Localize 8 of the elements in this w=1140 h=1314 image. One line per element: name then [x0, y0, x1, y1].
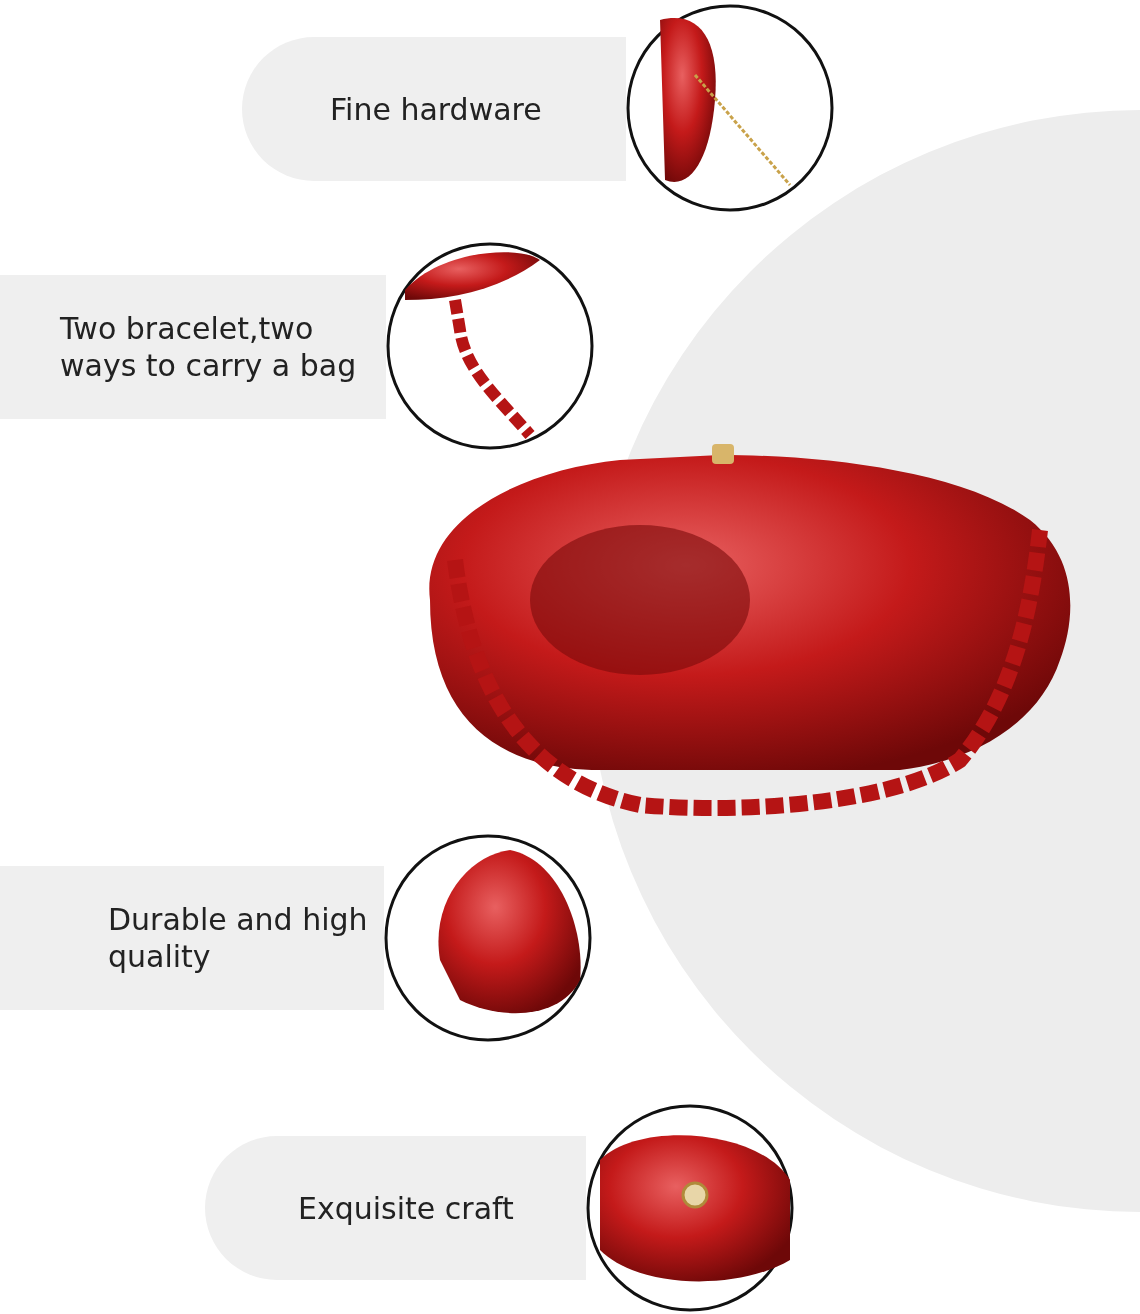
feature-label: Two bracelet,two ways to carry a bag [60, 310, 358, 384]
feature-pill [205, 1136, 586, 1280]
feature-pill [0, 866, 384, 1010]
feature-label: Exquisite craft [298, 1189, 514, 1227]
feature-label: Fine hardware [330, 90, 542, 128]
feature-pill [242, 37, 626, 181]
feature-label: Durable and high quality [108, 901, 369, 975]
feature-pill [0, 275, 386, 419]
